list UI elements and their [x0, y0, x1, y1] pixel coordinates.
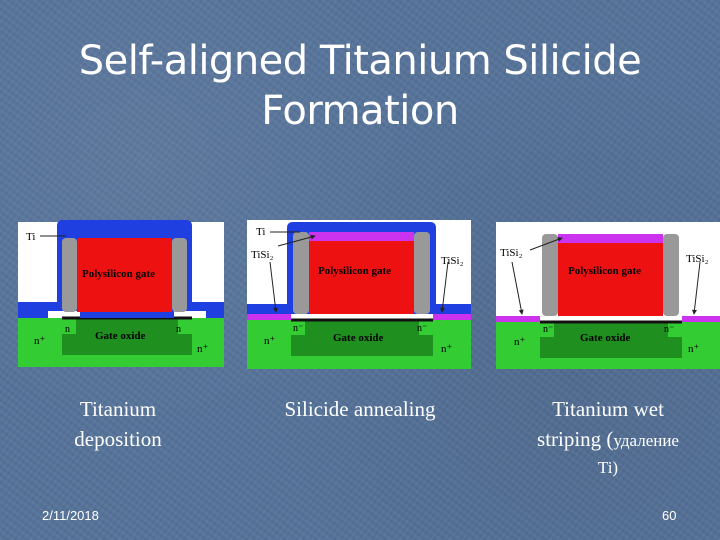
- polysilicon-gate: [77, 238, 172, 312]
- spacer-right: [414, 232, 430, 314]
- n-minus-left-region: [540, 322, 554, 337]
- ti-label: Ti: [26, 231, 35, 243]
- n-minus-right-region: [419, 320, 433, 335]
- tisi2-left-pointer-bottom: [511, 261, 524, 315]
- title-line-2: Formation: [261, 88, 459, 134]
- tisi2-right-pointer: [691, 261, 701, 315]
- caption-text-cyrillic: удаление: [613, 431, 679, 450]
- silicide-right: [682, 316, 720, 322]
- spacer-right: [663, 234, 679, 316]
- gate-oxide-label: Gate oxide: [580, 332, 631, 344]
- spacer-right: [172, 238, 187, 312]
- spacer-left: [293, 232, 309, 314]
- polysilicon-gate: [309, 241, 414, 314]
- tisi2-right-label: TiSi₂: [686, 253, 709, 265]
- caption-line: striping (удаление: [508, 424, 708, 456]
- polysilicon-label: Polysilicon gate: [568, 265, 641, 277]
- caption-line: Silicide annealing: [284, 397, 436, 421]
- caption-ti-deposition: Titanium deposition: [40, 394, 196, 454]
- tisi2-left-pointer-top: [277, 234, 316, 247]
- n-plus-left-label: n⁺: [34, 335, 46, 347]
- n-minus-right-label: n⁻: [664, 324, 674, 335]
- polysilicon-label: Polysilicon gate: [318, 265, 391, 277]
- n-minus-right-label: n⁻: [417, 323, 427, 334]
- tisi2-left-label: TiSi₂: [251, 249, 274, 261]
- gate-oxide-label: Gate oxide: [333, 332, 384, 344]
- silicide-top: [558, 234, 663, 243]
- gate-oxide-label: Gate oxide: [95, 330, 146, 342]
- polysilicon-label: Polysilicon gate: [82, 268, 155, 280]
- silicide-left: [247, 314, 291, 320]
- silicide-right: [433, 314, 471, 320]
- silicide-top: [309, 232, 414, 241]
- polysilicon-gate: [558, 243, 663, 316]
- gate-oxide-region: [62, 318, 192, 355]
- caption-line: Titanium wet: [552, 397, 664, 421]
- n-plus-right-label: n⁺: [688, 343, 700, 355]
- caption-line: deposition: [74, 427, 162, 451]
- panel-ti-deposition: Ti Polysilicon gate Gate oxide n n n⁺ n⁺: [18, 220, 224, 367]
- gate-oxide-region: [540, 322, 682, 358]
- slide-title: Self-aligned Titanium Silicide Formation: [40, 36, 680, 136]
- n-minus-left-region: [62, 318, 76, 334]
- tisi2-left-label: TiSi₂: [500, 247, 523, 259]
- n-minus-left-label: n⁻: [543, 324, 553, 335]
- spacer-left: [62, 238, 77, 312]
- tisi2-right-label: TiSi₂: [441, 255, 464, 267]
- n-minus-right-region: [178, 318, 192, 334]
- n-minus-left-region: [291, 320, 305, 335]
- slide-date: 2/11/2018: [42, 508, 99, 523]
- gate-oxide-region: [291, 320, 433, 356]
- n-minus-right-region: [668, 322, 682, 337]
- spacer-left: [542, 234, 558, 316]
- n-plus-left-label: n⁺: [514, 336, 526, 348]
- caption-line: Titanium: [79, 397, 157, 421]
- n-plus-right-label: n⁺: [441, 343, 453, 355]
- ti-label: Ti: [256, 226, 265, 238]
- panel-ti-wet-striping: TiSi₂ TiSi₂ Polysilicon gate Gate oxide …: [496, 222, 720, 369]
- n-minus-left-label: n: [65, 324, 70, 335]
- n-minus-right-label: n: [176, 324, 181, 335]
- slide-page-number: 60: [662, 508, 677, 523]
- n-plus-left-label: n⁺: [264, 335, 276, 347]
- tisi2-left-pointer-top: [529, 237, 563, 251]
- tisi2-right-pointer: [440, 261, 449, 313]
- caption-line: Ti): [597, 458, 619, 477]
- n-minus-left-label: n⁻: [293, 323, 303, 334]
- caption-text: striping (: [537, 427, 614, 451]
- title-line-1: Self-aligned Titanium Silicide: [78, 38, 642, 84]
- caption-silicide-annealing: Silicide annealing: [258, 394, 462, 424]
- tisi2-left-pointer-bottom: [269, 261, 278, 313]
- caption-ti-wet-striping: Titanium wet striping (удаление Ti): [508, 394, 708, 480]
- n-plus-right-label: n⁺: [197, 343, 209, 355]
- panel-silicide-annealing: Ti TiSi₂ TiSi₂ Polysilicon gate Gate oxi…: [247, 220, 471, 369]
- silicide-left: [496, 316, 540, 322]
